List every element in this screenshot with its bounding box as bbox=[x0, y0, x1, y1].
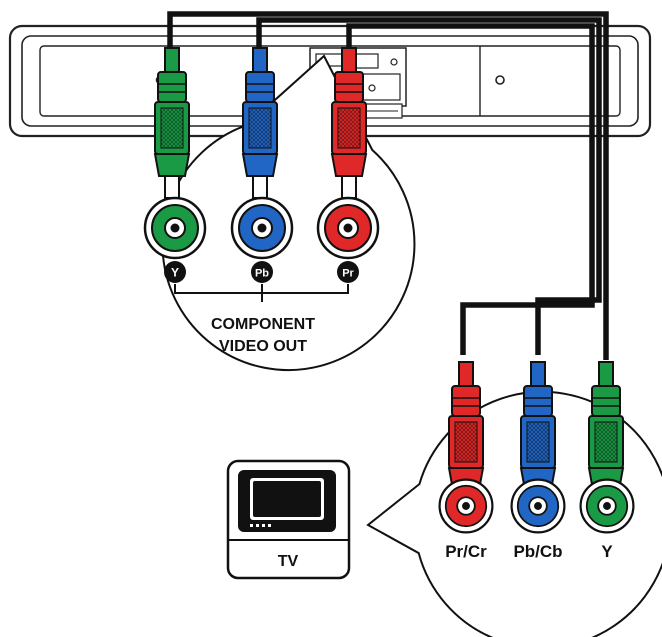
pin-label-pb: Pb bbox=[255, 268, 269, 280]
device-jack-y bbox=[143, 196, 207, 260]
pin-badge-pb: Pb bbox=[251, 261, 273, 283]
tv-jack-label-y: Y bbox=[601, 542, 613, 561]
pin-badge-y: Y bbox=[164, 261, 186, 283]
tv-jack-label-pbcb: Pb/Cb bbox=[513, 542, 562, 561]
device-jack-pb bbox=[230, 196, 294, 260]
cable-bundle bbox=[167, 11, 609, 360]
tv-jack-pr bbox=[438, 478, 494, 534]
tv-jack-y bbox=[579, 478, 635, 534]
pin-badge-pr: Pr bbox=[337, 261, 359, 283]
pin-label-pr: Pr bbox=[342, 268, 354, 280]
pin-label-y: Y bbox=[171, 266, 179, 280]
tv-label: TV bbox=[278, 553, 299, 570]
label-bracket bbox=[174, 284, 349, 302]
cable-y bbox=[167, 11, 609, 360]
output-label-line1: COMPONENT bbox=[211, 316, 315, 333]
tv-icon: TV bbox=[226, 459, 351, 580]
device-jack-pr bbox=[316, 196, 380, 260]
cable-pb bbox=[256, 17, 602, 355]
tv-jack-label-prcr: Pr/Cr bbox=[445, 542, 487, 561]
cable-pr bbox=[346, 23, 595, 355]
output-label-line2: VIDEO OUT bbox=[219, 338, 307, 355]
tv-jack-pb bbox=[510, 478, 566, 534]
